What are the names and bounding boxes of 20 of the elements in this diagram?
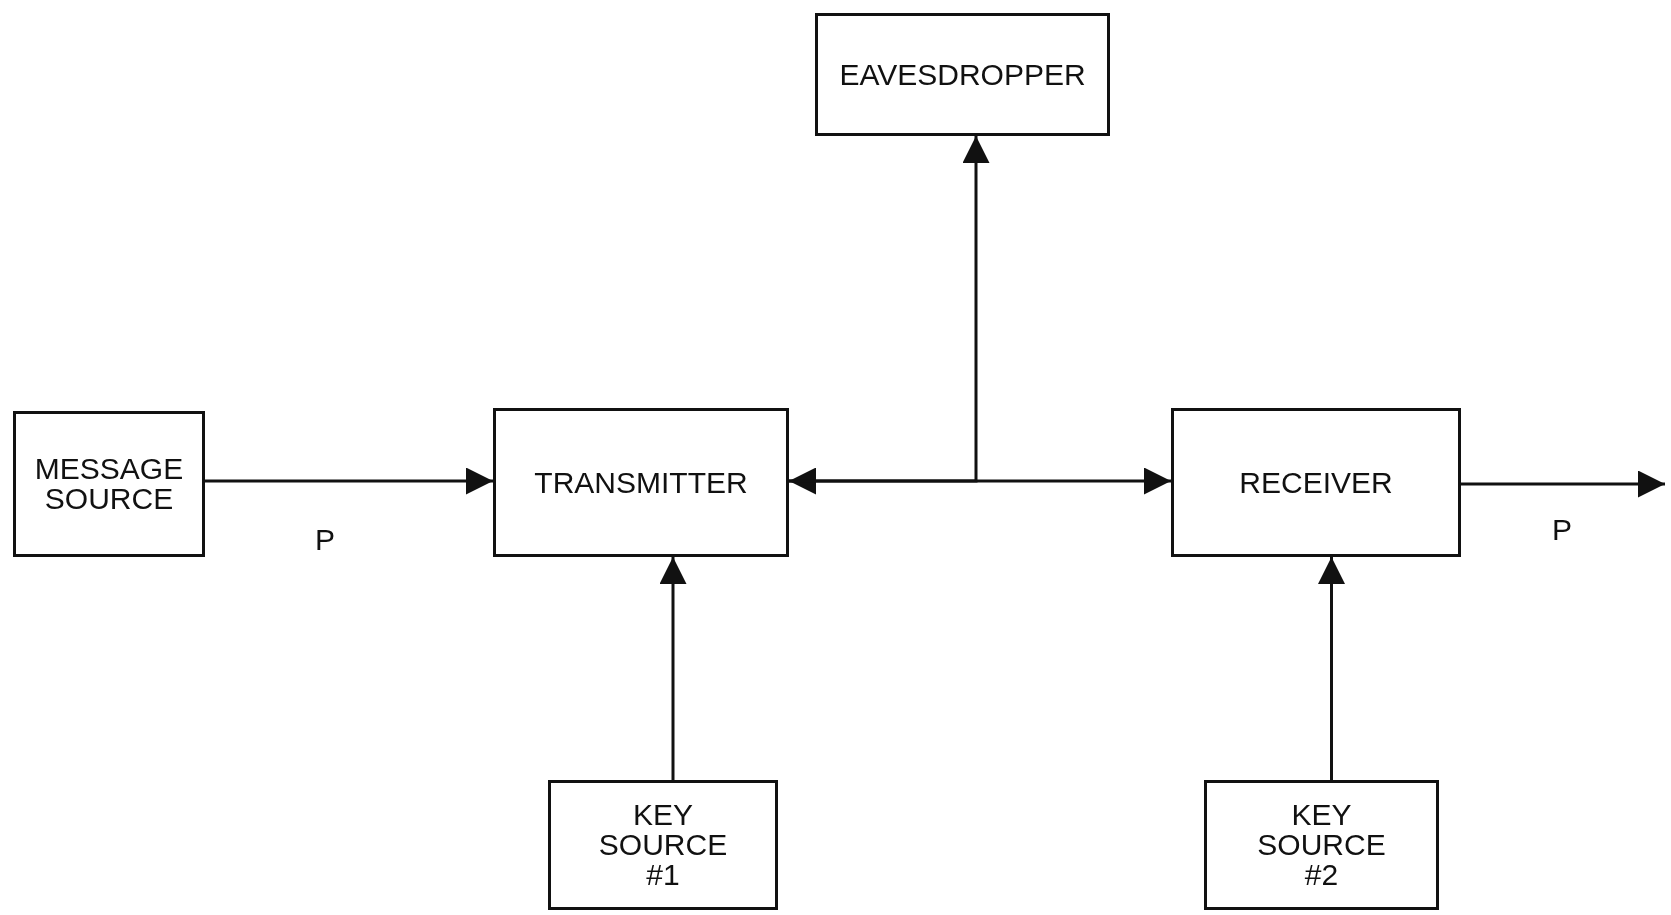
block-label: KEY SOURCE #1 bbox=[597, 800, 729, 890]
block-label: KEY SOURCE #2 bbox=[1256, 800, 1387, 890]
block-box bbox=[548, 780, 778, 910]
block-label: TRANSMITTER bbox=[534, 467, 748, 498]
block-box bbox=[493, 408, 789, 557]
block-box bbox=[13, 411, 205, 557]
arrow bbox=[789, 136, 990, 483]
arrow bbox=[1461, 470, 1665, 498]
edge-label: P bbox=[1552, 515, 1572, 545]
edge-label: P bbox=[315, 525, 335, 555]
arrow bbox=[789, 467, 1171, 495]
block-label: RECEIVER bbox=[1239, 467, 1393, 498]
block-box bbox=[1204, 780, 1439, 910]
arrow bbox=[659, 557, 687, 780]
arrow bbox=[1318, 557, 1345, 780]
block-box bbox=[815, 13, 1110, 136]
block-box bbox=[1171, 408, 1461, 557]
arrow bbox=[205, 467, 493, 495]
block-label: EAVESDROPPER bbox=[839, 59, 1086, 90]
block-label: MESSAGE SOURCE bbox=[34, 454, 184, 514]
